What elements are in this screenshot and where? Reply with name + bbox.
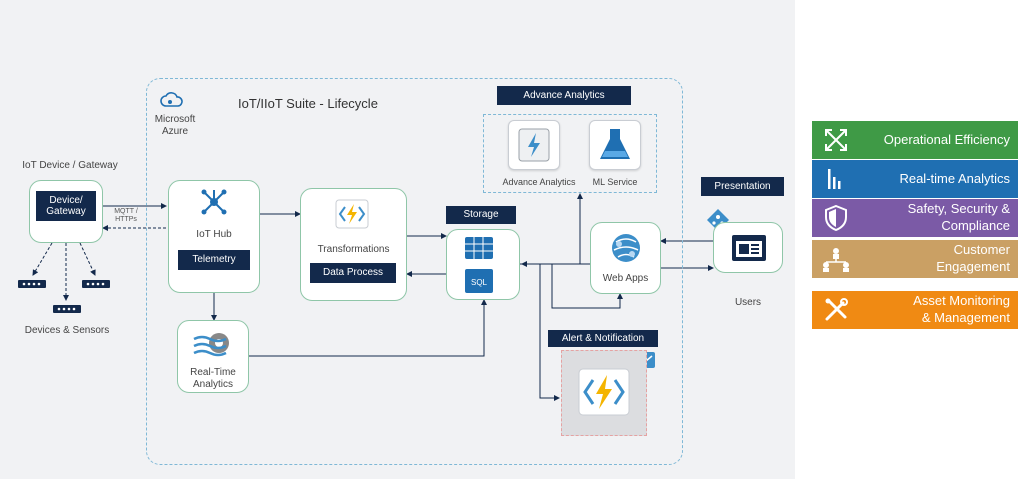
transformations-card[interactable]: Transformations Data Process: [300, 188, 407, 301]
bars-icon: [812, 160, 860, 198]
device-gateway-label: Device/Gateway: [36, 191, 96, 221]
web-apps-card[interactable]: Web Apps: [590, 222, 661, 294]
legend-label-line2: Compliance: [941, 218, 1010, 233]
ml-service-tile[interactable]: [589, 120, 641, 170]
iot-hub-icon: [199, 187, 229, 217]
advance-analytics-group: [483, 114, 657, 193]
presentation-title: Presentation: [701, 177, 784, 196]
legend-label-line2: Engagement: [936, 259, 1010, 274]
legend-label: Customer: [953, 242, 1010, 258]
shield-icon: [812, 199, 860, 237]
legend-label: Safety, Security &: [907, 201, 1010, 217]
advance-analytics-tile[interactable]: [508, 120, 560, 170]
gateway-card[interactable]: Device/Gateway: [29, 180, 103, 243]
users-label: Users: [734, 297, 762, 308]
suite-boundary: [146, 78, 683, 465]
function-lightning-icon: [335, 199, 369, 229]
storage-title: Storage: [446, 206, 516, 224]
advance-analytics-title: Advance Analytics: [497, 86, 631, 105]
network-icon: [812, 240, 860, 278]
protocol-label: MQTT /HTTPs: [114, 208, 138, 224]
tools-icon: [812, 291, 860, 329]
sensor-device-icon: [82, 277, 110, 289]
stream-analytics-icon: [192, 327, 234, 363]
sensor-device-icon: [18, 277, 46, 289]
storage-card[interactable]: SQL: [446, 229, 520, 300]
legend-label: Operational Efficiency: [883, 131, 1010, 147]
legend-operational-efficiency: Operational Efficiency: [812, 121, 1018, 159]
transformations-label: Transformations: [317, 244, 390, 255]
alert-function-icon[interactable]: [578, 368, 630, 416]
ml-service-label: ML Service: [592, 177, 638, 187]
web-apps-label: Web Apps: [602, 273, 649, 284]
legend-asset-monitoring: Asset Monitoring& Management: [812, 291, 1018, 329]
legend-label-line2: & Management: [921, 310, 1010, 325]
globe-icon: [610, 232, 642, 264]
sql-database-icon: SQL: [464, 268, 494, 294]
devices-sensors-label: Devices & Sensors: [24, 325, 110, 336]
suite-title: IoT/IIoT Suite - Lifecycle: [238, 96, 378, 111]
iot-hub-label: IoT Hub: [196, 229, 232, 240]
advance-analytics-item-label: Advance Analytics: [502, 177, 576, 187]
svg-text:SQL: SQL: [471, 278, 488, 287]
iot-hub-card[interactable]: IoT Hub Telemetry: [168, 180, 260, 293]
analytics-lightning-icon: [518, 128, 550, 162]
sensor-device-icon: [53, 302, 81, 314]
azure-cloud-icon: [160, 92, 184, 108]
ml-flask-icon: [600, 129, 630, 159]
legend-label: Asset Monitoring: [913, 293, 1010, 309]
table-storage-icon: [464, 236, 494, 260]
users-card[interactable]: [713, 222, 783, 273]
browser-window-icon: [731, 234, 767, 262]
legend-safety-security: Safety, Security &Compliance: [812, 199, 1018, 237]
legend-realtime-analytics: Real-time Analytics: [812, 160, 1018, 198]
expand-icon: [812, 121, 860, 159]
alert-notification-title: Alert & Notification: [548, 330, 658, 347]
telemetry-label: Telemetry: [178, 250, 250, 270]
gateway-section-title: IoT Device / Gateway: [22, 160, 118, 171]
legend-label: Real-time Analytics: [899, 170, 1010, 186]
data-process-label: Data Process: [310, 263, 396, 283]
connector-lines: [32, 193, 714, 401]
